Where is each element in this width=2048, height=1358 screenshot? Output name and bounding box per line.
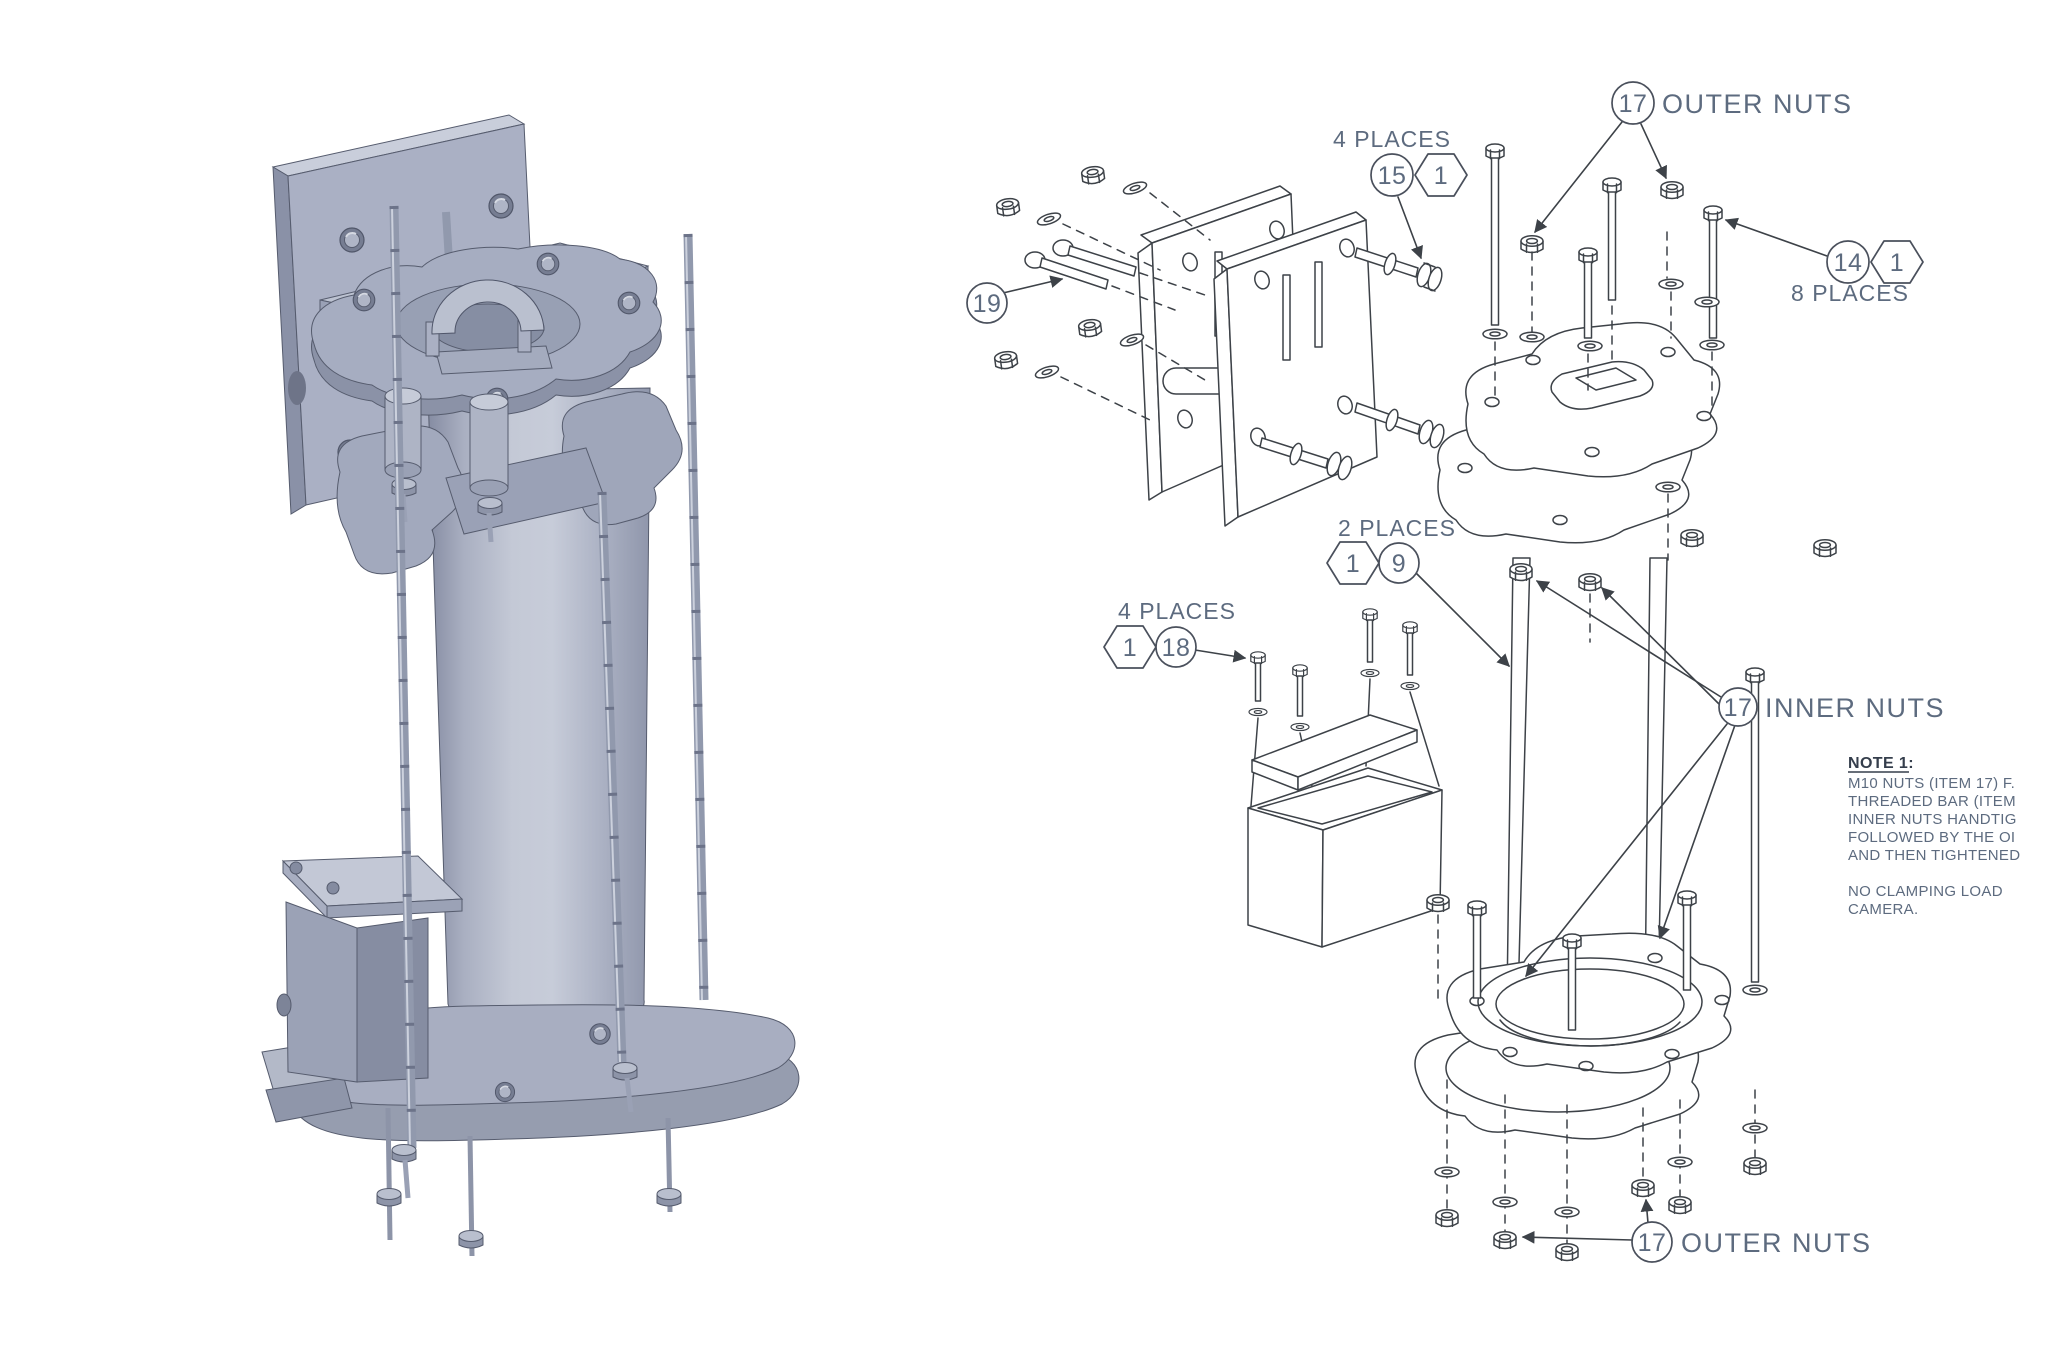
note-line: M10 NUTS (ITEM 17) F. [1848,775,2015,792]
balloon-text-1d: 1 [1123,634,1137,662]
ubolt-saddle [435,345,553,375]
balloon-assy1[interactable] [1870,240,1924,284]
balloon-item9[interactable] [1378,542,1420,584]
box-lid [1251,714,1418,791]
balloon-item17-top[interactable] [1611,81,1655,125]
leader-lines [1002,121,1828,1244]
balloon-text-1c: 1 [1346,550,1360,578]
balloon-text-17inner: 17 [1724,694,1753,722]
exploded-view [966,81,1924,1263]
note-line: AND THEN TIGHTENED [1848,847,2020,864]
qty-label-14: 8 PLACES [1791,280,1909,306]
balloon-text-9: 9 [1392,550,1406,578]
balloon-text-17top: 17 [1619,90,1648,118]
assembled-view-3d [261,114,800,1257]
balloon-text-19: 19 [973,290,1002,318]
outer-nut-3d [656,1188,682,1207]
outer-nut-stack [1434,1079,1460,1228]
plate-through-bolt [1354,402,1445,449]
plate-through-bolt [1354,247,1443,292]
qty-label-9: 2 PLACES [1338,515,1456,541]
outer-nut-stack [1667,1099,1693,1215]
clamp-bolt-3d [536,252,560,276]
clamp-bolt-3d [588,1022,612,1046]
exploded-mounting-plates [993,164,1445,527]
clamp-bolt [1677,890,1697,991]
outer-nut-3d [458,1230,484,1249]
hex-nut [1680,529,1704,548]
balloon-item17-bottom[interactable] [1631,1221,1673,1263]
note-line: FOLLOWED BY THE OI [1848,829,2015,846]
balloon-item17-inner[interactable] [1718,687,1758,727]
balloons [966,81,1924,1263]
outer-nut [1660,181,1684,200]
note-line: CAMERA. [1848,901,1918,918]
outer-nut-stack [1492,1094,1518,1250]
outer-nut-stack [1742,1089,1768,1176]
lid-screw [1400,621,1440,787]
exploded-junction-box [1247,608,1443,948]
clamp-spacers-3d [384,387,509,543]
balloon-item15[interactable] [1370,153,1414,197]
plate-nut-washer-stack [1080,164,1211,241]
inner-nut [1509,563,1533,582]
plate-bolt-3d [488,193,514,219]
hex-nut [1426,894,1450,913]
clamp-bolt [1562,933,1582,1031]
u-bolt-3d [431,279,545,335]
exploded-bottom-clamp [1414,667,1768,1262]
cap-bolt [1602,177,1622,361]
clamp-bolt-3d [617,291,641,315]
outer-nut-stack [1631,1107,1655,1198]
balloon-text-1b: 1 [1890,249,1904,277]
outer-nuts-bottom-label: OUTER NUTS [1681,1228,1872,1258]
clamp-bolt-3d [352,288,376,312]
lid-screw [1248,651,1268,807]
threaded-rod-rear-right [683,233,709,1001]
hex-nut [1813,539,1837,558]
threaded-rod-front-right [597,491,638,1113]
balloon-text-17bottom: 17 [1638,1229,1667,1257]
plate-bolt-item19 [1024,239,1206,311]
threaded-rod-front-left [389,205,417,1199]
note-line: INNER NUTS HANDTIG [1848,811,2017,828]
balloon-text-18: 18 [1162,634,1191,662]
note-line: NO CLAMPING LOAD [1848,883,2003,900]
outer-nuts-top-label: OUTER NUTS [1662,89,1853,119]
clamp-bolt [1467,900,1487,999]
outer-nut-3d [376,1188,402,1207]
qty-label-15: 4 PLACES [1333,126,1451,152]
plate-bolt-3d [339,227,365,253]
outer-nut-stack [1554,1104,1580,1262]
exploded-top-clamp [1437,143,1837,561]
plate-nut-washer-stack [1077,317,1206,381]
annotations: 4 PLACES 15 1 17 OUTER NUTS 14 1 8 PLACE… [973,89,2020,1258]
cap-bolt [1577,247,1603,391]
balloon-item19[interactable] [966,282,1008,324]
balloon-assy1[interactable] [1414,153,1468,197]
inner-nut [1578,573,1602,592]
note-line: THREADED BAR (ITEM [1848,793,2016,810]
balloon-item18[interactable] [1155,626,1197,668]
balloon-text-14: 14 [1834,249,1863,277]
clamp-bolt-3d [494,1081,516,1103]
plate-through-bolt [1259,437,1353,481]
cap-bolt [1699,205,1725,411]
inner-nuts-label: INNER NUTS [1765,693,1945,723]
outer-nut [1520,235,1544,254]
note-title: NOTE 1: [1848,755,1914,772]
plate-nut-washer-stack [995,196,1161,271]
note-block: NOTE 1: M10 NUTS (ITEM 17) F. THREADED B… [1848,755,2020,918]
cap-bolt [1482,143,1508,399]
clamp-bolt [1742,667,1768,996]
plate-nut-washer-stack [993,349,1151,421]
box-body [1247,767,1443,948]
qty-label-18: 4 PLACES [1118,598,1236,624]
balloon-text-15: 15 [1378,162,1407,190]
balloon-item14[interactable] [1826,240,1870,284]
balloon-text-1a: 1 [1434,162,1448,190]
